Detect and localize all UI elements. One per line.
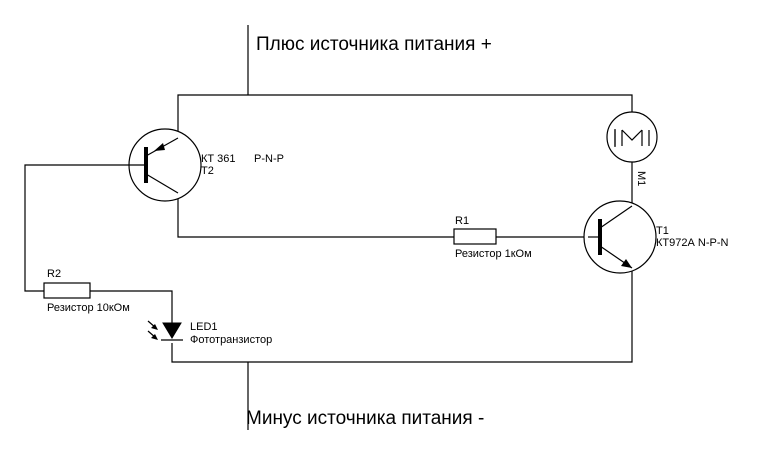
- light-arrows-icon: [147, 320, 158, 340]
- resistor-r1: R1 Резистор 1кОм: [453, 215, 532, 260]
- wire-r2-led: [90, 290, 173, 323]
- led1-value-label: Фототранзистор: [190, 334, 272, 346]
- led1: LED1 Фототранзистор: [147, 320, 272, 346]
- r1-ref-label: R1: [455, 215, 469, 227]
- wiring: [24, 94, 633, 363]
- power-minus-terminal: Минус источника питания -: [246, 362, 484, 430]
- motor-m1: M1: [606, 111, 658, 186]
- wire-top-rail: [177, 94, 633, 138]
- t1-ref-label: T1: [656, 225, 669, 237]
- led1-ref-label: LED1: [190, 321, 218, 333]
- t2-part-label: КТ 361: [201, 153, 236, 165]
- power-plus-terminal: Плюс источника питания +: [247, 25, 492, 95]
- t1-emitter-arrow: [621, 259, 632, 268]
- power-plus-label: Плюс источника питания +: [256, 34, 492, 55]
- motor-ref-label: M1: [635, 171, 647, 186]
- t2-emitter-arrow: [154, 143, 165, 151]
- t1-part-label: КТ972А N-P-N: [656, 237, 728, 249]
- wire-bottom-rail: [171, 268, 633, 363]
- r1-value-label: Резистор 1кОм: [455, 248, 532, 260]
- led-diode-symbol: [162, 322, 182, 339]
- power-minus-label: Минус источника питания -: [246, 408, 484, 429]
- transistor-t2: КТ 361 P-N-P T2: [127, 128, 284, 202]
- r2-value-label: Резистор 10кОм: [47, 302, 130, 314]
- transistor-t1: T1 КТ972А N-P-N: [583, 200, 728, 274]
- resistor-r2: R2 Резистор 10кОм: [43, 268, 130, 314]
- wire-t2-r1: [177, 193, 454, 238]
- t2-type-label: P-N-P: [254, 153, 284, 165]
- wire-t2-r2: [24, 164, 127, 292]
- t2-ref-label: T2: [201, 165, 214, 177]
- r2-ref-label: R2: [47, 268, 61, 280]
